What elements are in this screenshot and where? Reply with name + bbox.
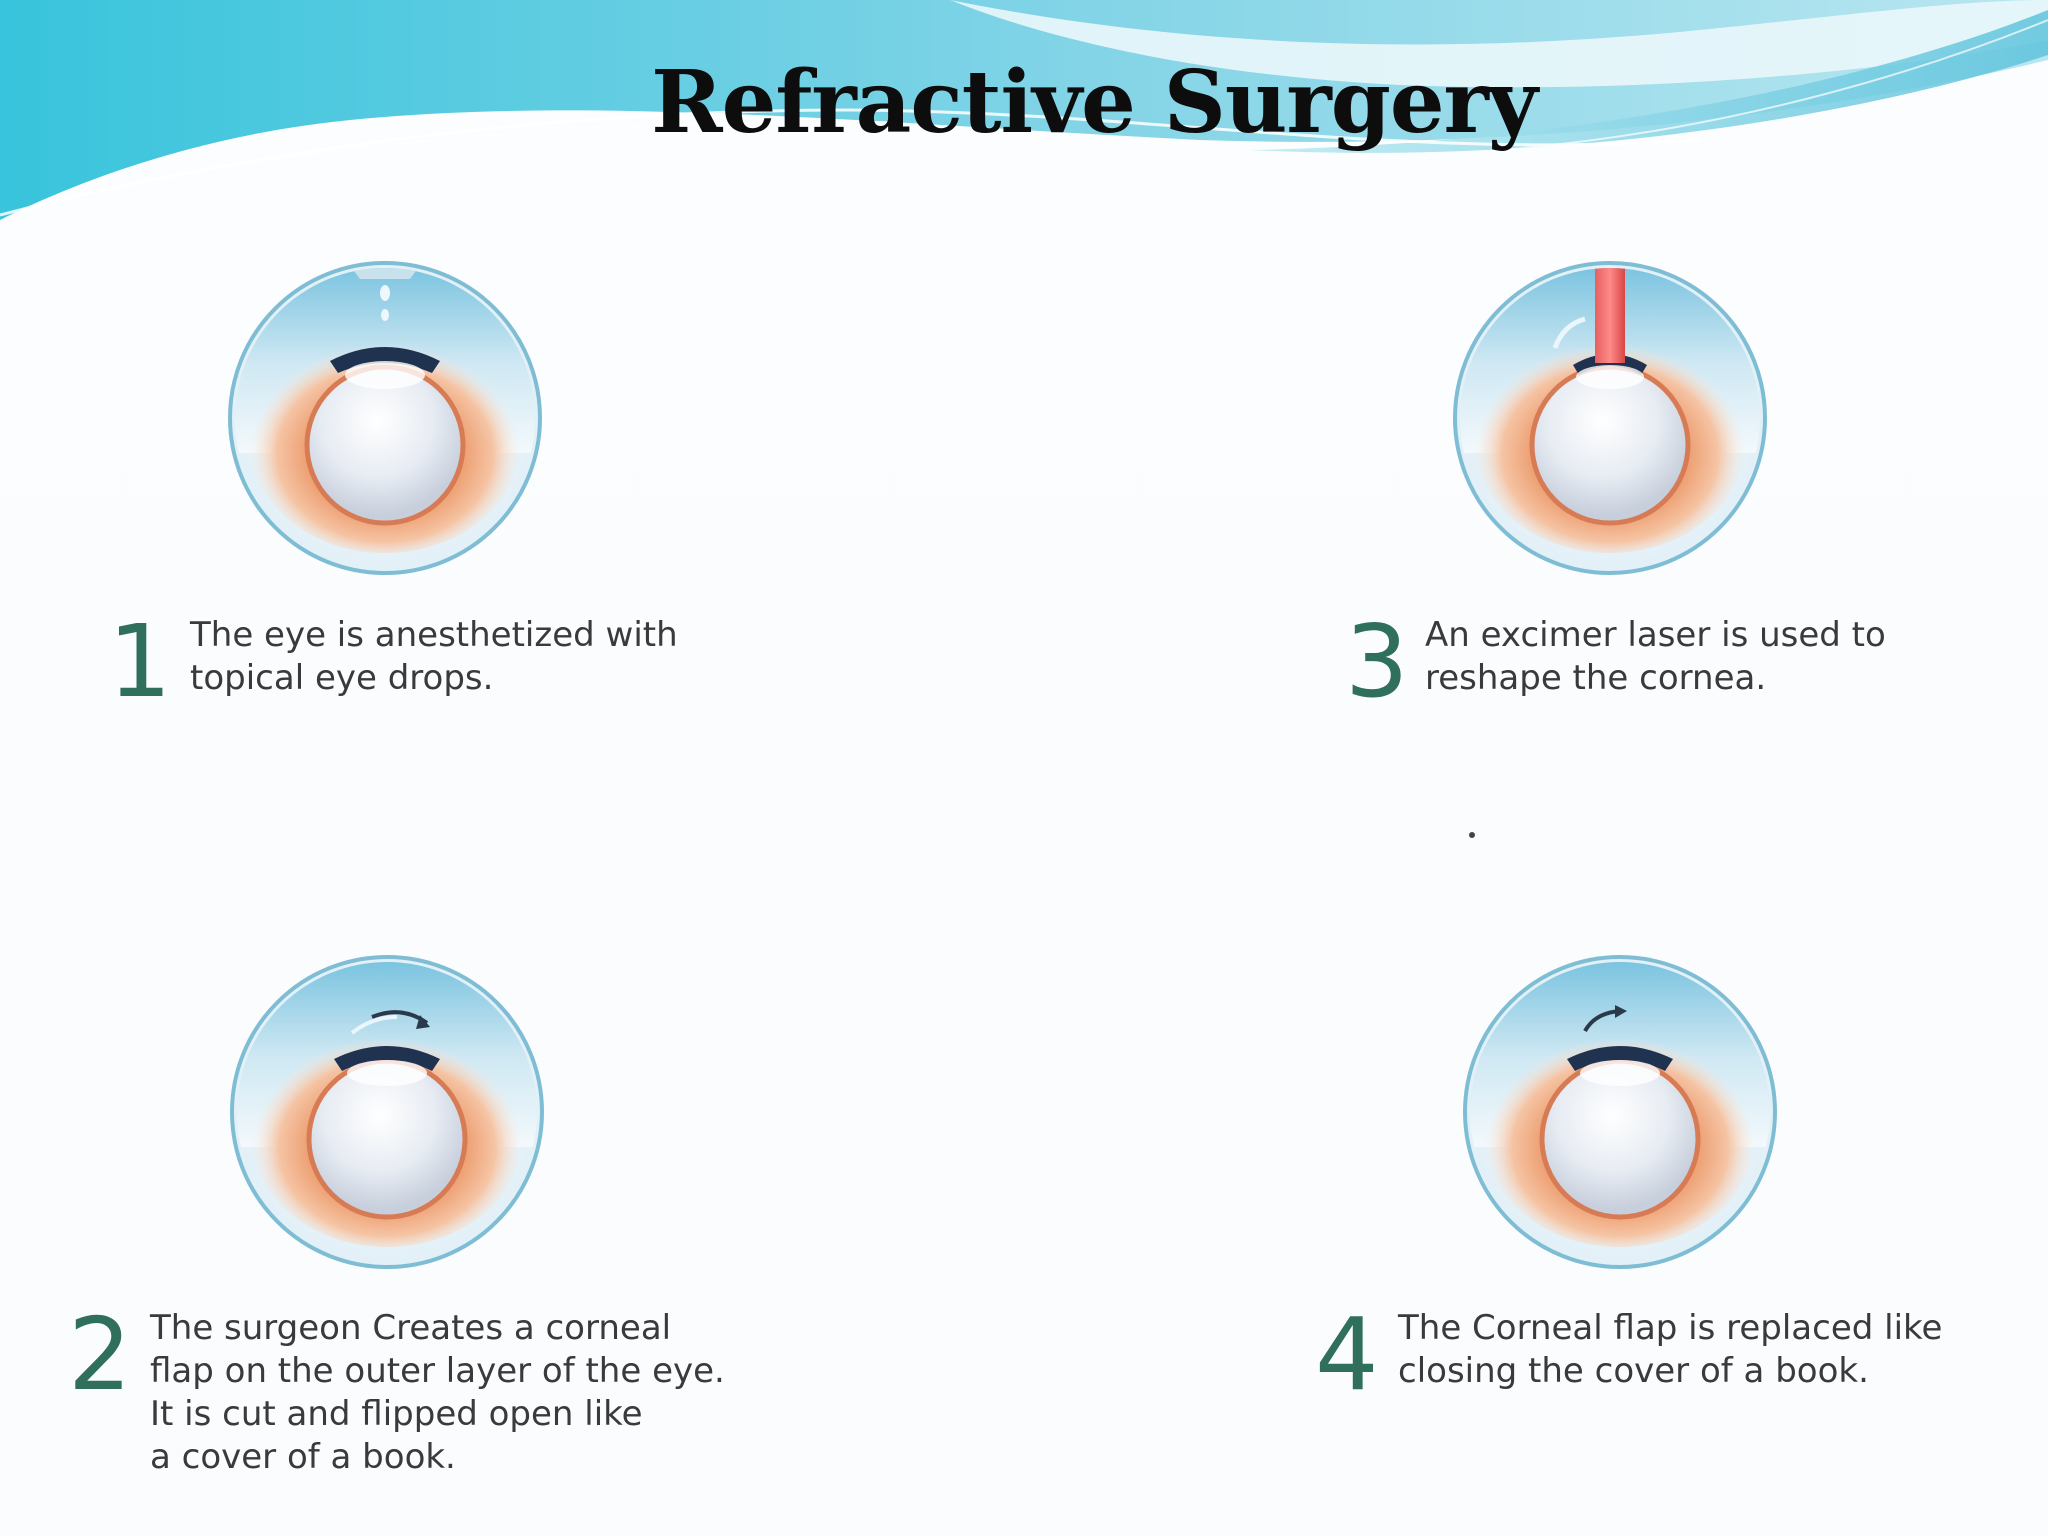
corneal-flap-closed-icon: [1463, 955, 1777, 1269]
step-3-number: 3: [1345, 603, 1409, 720]
step-4-number: 4: [1315, 1296, 1379, 1413]
step-3-line-1: An excimer laser is used to: [1425, 615, 1886, 655]
step-1-line-1: The eye is anesthetized with: [190, 615, 678, 655]
step-2-line-4: a cover of a book.: [150, 1437, 456, 1477]
step-1-text: The eye is anesthetized with topical eye…: [190, 614, 678, 700]
step-2-line-1: The surgeon Creates a corneal: [150, 1308, 672, 1348]
step-1-number: 1: [108, 603, 172, 720]
step-4-line-1: The Corneal flap is replaced like: [1398, 1308, 1943, 1348]
step-2-line-2: flap on the outer layer of the eye.: [150, 1351, 725, 1391]
slide-title: Refractive Surgery: [651, 52, 1538, 153]
step-2-line-3: It is cut and flipped open like: [150, 1394, 643, 1434]
step-3-text: An excimer laser is used to reshape the …: [1425, 614, 1886, 700]
step-1-line-2: topical eye drops.: [190, 658, 494, 698]
step-2-number: 2: [68, 1296, 132, 1413]
excimer-laser-icon: [1453, 261, 1767, 575]
header-wave-decoration: [0, 0, 2048, 220]
corneal-flap-open-icon: [230, 955, 544, 1269]
step-4-line-2: closing the cover of a book.: [1398, 1351, 1869, 1391]
eye-drops-icon: [228, 261, 542, 575]
step-2-text: The surgeon Creates a corneal flap on th…: [150, 1307, 725, 1479]
step-3-line-2: reshape the cornea.: [1425, 658, 1767, 698]
stray-dot: [1469, 832, 1475, 838]
step-4-text: The Corneal flap is replaced like closin…: [1398, 1307, 1942, 1393]
